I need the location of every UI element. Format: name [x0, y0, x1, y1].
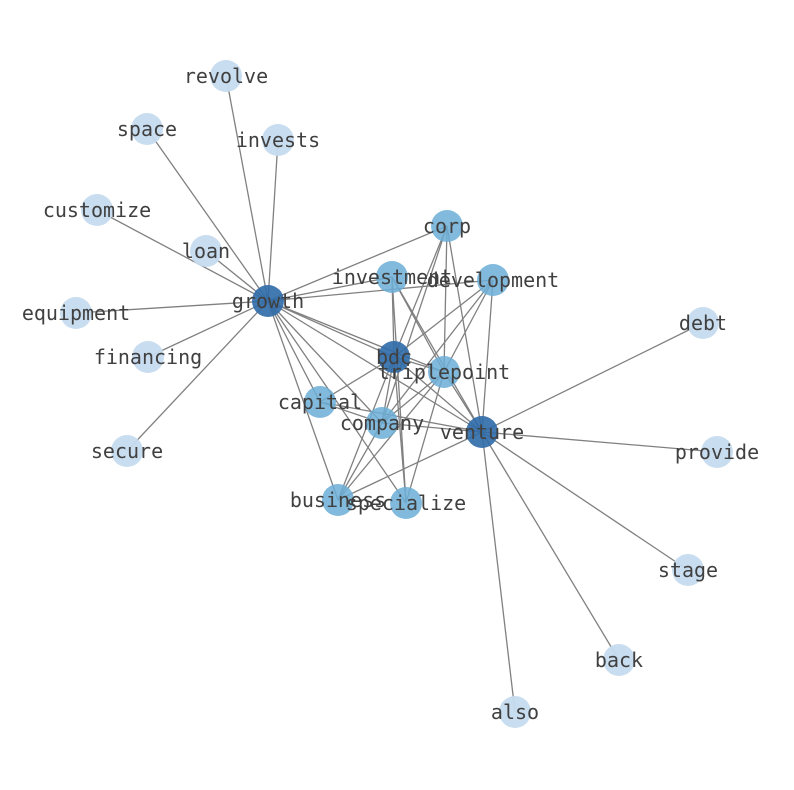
node-also[interactable] — [499, 696, 531, 728]
node-venture[interactable] — [466, 416, 498, 448]
node-label-back: back — [595, 648, 643, 672]
edge-venture-provide — [481, 431, 718, 453]
node-specialize[interactable] — [390, 487, 422, 519]
node-label-capital: capital — [278, 390, 362, 414]
edge-venture-investment — [391, 276, 483, 433]
node-back[interactable] — [603, 644, 635, 676]
node-provide[interactable] — [701, 436, 733, 468]
edge-development-bdc — [393, 279, 494, 358]
edge-venture-corp — [446, 225, 483, 433]
edge-development-company — [381, 279, 494, 424]
node-label-growth: growth — [232, 289, 304, 313]
node-corp[interactable] — [431, 210, 463, 242]
node-label-equipment: equipment — [22, 301, 130, 325]
node-financing[interactable] — [132, 341, 164, 373]
node-label-company: company — [340, 411, 424, 435]
edge-growth-capital — [267, 300, 321, 403]
edge-corp-bdc — [393, 225, 448, 358]
node-investment[interactable] — [376, 261, 408, 293]
edge-growth-equipment — [75, 300, 269, 314]
node-space[interactable] — [131, 113, 163, 145]
graph-edges — [75, 75, 718, 713]
edge-investment-triplepoint — [391, 276, 445, 373]
edge-bdc-business — [337, 356, 395, 501]
edge-venture-also — [481, 431, 516, 713]
edge-venture-development — [481, 279, 494, 433]
node-label-stage: stage — [658, 558, 718, 582]
node-development[interactable] — [477, 264, 509, 296]
graph-nodes — [60, 60, 733, 728]
edge-development-triplepoint — [443, 279, 494, 373]
node-label-loan: loan — [182, 239, 230, 263]
edge-corp-triplepoint — [443, 225, 448, 373]
node-label-invests: invests — [236, 128, 320, 152]
edge-growth-investment — [267, 276, 393, 302]
node-label-revolve: revolve — [184, 64, 268, 88]
node-company[interactable] — [366, 407, 398, 439]
edge-venture-stage — [481, 431, 689, 571]
node-label-investment: investment — [332, 265, 452, 289]
edge-corp-company — [381, 225, 448, 424]
edge-venture-business — [337, 431, 483, 501]
node-stage[interactable] — [672, 554, 704, 586]
edge-growth-triplepoint — [267, 300, 445, 373]
node-label-triplepoint: triplepoint — [378, 360, 510, 384]
edge-investment-specialize — [391, 276, 407, 504]
node-label-bdc: bdc — [376, 345, 412, 369]
node-label-space: space — [117, 117, 177, 141]
edge-growth-corp — [267, 225, 448, 302]
node-capital[interactable] — [304, 386, 336, 418]
node-revolve[interactable] — [210, 60, 242, 92]
node-invests[interactable] — [262, 124, 294, 156]
edge-growth-business — [267, 300, 339, 501]
edge-venture-company — [381, 422, 483, 433]
edge-growth-development — [267, 279, 494, 302]
node-label-secure: secure — [91, 439, 163, 463]
node-secure[interactable] — [111, 435, 143, 467]
edge-growth-customize — [96, 209, 269, 302]
node-label-customize: customize — [43, 198, 151, 222]
edge-growth-company — [267, 300, 383, 424]
node-loan[interactable] — [190, 235, 222, 267]
node-bdc[interactable] — [378, 341, 410, 373]
edge-venture-back — [481, 431, 620, 661]
edge-growth-revolve — [225, 75, 269, 302]
node-label-venture: venture — [440, 420, 524, 444]
node-triplepoint[interactable] — [428, 356, 460, 388]
node-label-financing: financing — [94, 345, 202, 369]
node-label-business: business — [290, 488, 386, 512]
edge-growth-bdc — [267, 300, 395, 358]
edge-growth-venture — [267, 300, 483, 433]
edge-bdc-specialize — [393, 356, 407, 504]
node-customize[interactable] — [81, 194, 113, 226]
node-label-corp: corp — [423, 214, 471, 238]
node-business[interactable] — [322, 484, 354, 516]
edge-growth-space — [146, 128, 269, 302]
edge-triplepoint-specialize — [405, 371, 445, 504]
node-debt[interactable] — [687, 307, 719, 339]
node-label-provide: provide — [675, 440, 759, 464]
node-label-debt: debt — [679, 311, 727, 335]
edge-growth-specialize — [267, 300, 407, 504]
edge-venture-debt — [481, 322, 704, 433]
edge-growth-financing — [147, 300, 269, 358]
edge-growth-invests — [267, 139, 279, 302]
node-label-development: development — [427, 268, 559, 292]
node-equipment[interactable] — [60, 297, 92, 329]
node-label-also: also — [491, 700, 539, 724]
node-growth[interactable] — [252, 285, 284, 317]
node-label-specialize: specialize — [346, 491, 466, 515]
edge-growth-secure — [126, 300, 269, 452]
